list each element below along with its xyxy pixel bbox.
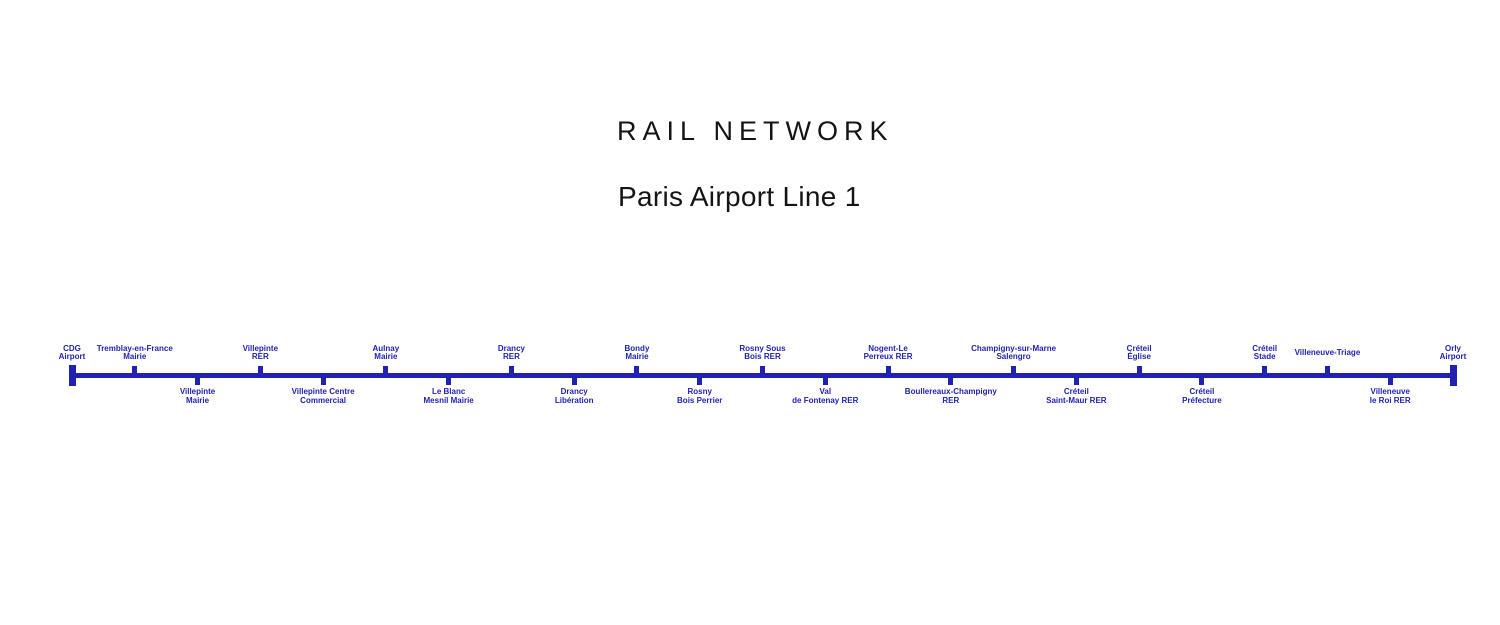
station-tick-creteil-saint-maur-rer (1073, 373, 1079, 385)
station-tick-drancy-rer (508, 366, 514, 378)
station-label-line: Stade (1253, 352, 1276, 361)
station-label-line: RER (942, 395, 960, 405)
station-label-villeneuve-triage: Villeneuve-Triage (1252, 343, 1402, 363)
station-tick-villepinte-mairie (195, 373, 201, 385)
line-name-subtitle: Paris Airport Line 1 (618, 181, 861, 212)
station-label-line: Tremblay-en-France (96, 343, 173, 353)
station-label-line: Saint-Maur RER (1046, 395, 1107, 405)
station-label-line: Drancy (497, 343, 525, 353)
terminus-cap-orly-airport (1449, 365, 1457, 386)
station-label-line: Aulnay (372, 343, 400, 353)
station-label-line: Nogent-Le (868, 343, 908, 353)
station-label-line: Église (1127, 352, 1151, 361)
station-tick-nogent-le-perreux-rer (885, 366, 891, 378)
terminus-cap-cdg-airport (68, 365, 76, 386)
station-tick-tremblay-en-france-mairie (132, 366, 138, 378)
station-tick-drancy-liberation (571, 373, 577, 385)
station-tick-villeneuve-triage (1324, 366, 1330, 378)
station-label-line: Bois RER (744, 352, 781, 361)
station-label-line: Salengro (996, 352, 1031, 361)
station-tick-bondy-mairie (634, 366, 640, 378)
station-label-line: le Roi RER (1369, 395, 1411, 405)
station-label-line: Bois Perrier (677, 395, 723, 405)
station-label-line: Mairie (374, 352, 398, 361)
station-tick-aulnay-mairie (383, 366, 389, 378)
station-label-line: Le Blanc (431, 387, 466, 396)
station-label-line: Créteil (1126, 343, 1152, 353)
station-label-line: Mesnil Mairie (423, 395, 474, 405)
station-tick-villepinte-rer (257, 366, 263, 378)
station-tick-rosny-sous-bois-rer (760, 366, 765, 378)
station-label-line: Orly (1444, 343, 1461, 353)
station-label-line: Airport (58, 352, 86, 361)
station-tick-le-blanc-mesnil-mairie (446, 373, 452, 385)
station-label-line: Libération (554, 395, 594, 405)
station-label-line: Mairie (123, 352, 147, 361)
station-label-line: Villeneuve-Triage (1294, 347, 1361, 357)
station-label-line: Bondy (624, 343, 650, 353)
station-tick-rosny-bois-perrier (697, 373, 703, 385)
station-tick-boullereaux-champigny-rer (948, 373, 954, 385)
station-label-line: Rosny (687, 387, 712, 396)
station-label-line: RER (251, 352, 269, 361)
station-label-line: Rosny Sous (739, 343, 786, 353)
station-label-line: RER (502, 352, 520, 361)
station-label-line: Mairie (625, 352, 649, 361)
station-label-line: Villepinte (179, 387, 216, 396)
station-label-line: Préfecture (1182, 395, 1222, 405)
station-label-line: Créteil (1063, 387, 1089, 396)
station-label-line: Airport (1439, 352, 1467, 361)
station-tick-creteil-prefecture (1199, 373, 1205, 385)
station-label-line: Boullereaux-Champigny (904, 387, 997, 396)
station-label-line: Villeneuve (1370, 387, 1410, 396)
station-tick-villepinte-centre-commercial (320, 373, 326, 385)
station-label-line: Mairie (185, 395, 210, 405)
station-label-line: Perreux RER (863, 352, 913, 361)
station-label-line: Créteil (1252, 343, 1278, 353)
station-tick-creteil-stade (1262, 366, 1268, 378)
station-label-line: Commercial (300, 395, 346, 405)
diagram-title: RAIL NETWORK (617, 116, 894, 146)
station-label-line: Villepinte (242, 343, 279, 353)
station-tick-villeneuve-le-roi-rer (1387, 373, 1393, 385)
station-tick-val-de-fontenay-rer (822, 373, 828, 385)
station-label-line: Drancy (560, 387, 588, 396)
station-label-line: de Fontenay RER (792, 395, 859, 405)
station-label-line: Champigny-sur-Marne (971, 343, 1057, 353)
station-label-line: Val (819, 387, 832, 396)
station-label-line: Créteil (1189, 387, 1215, 396)
station-tick-creteil-eglise (1136, 366, 1142, 378)
station-tick-champigny-sur-marne-salengro (1011, 366, 1017, 378)
station-label-line: CDG (63, 343, 81, 353)
station-label-line: Villepinte Centre (291, 387, 355, 396)
